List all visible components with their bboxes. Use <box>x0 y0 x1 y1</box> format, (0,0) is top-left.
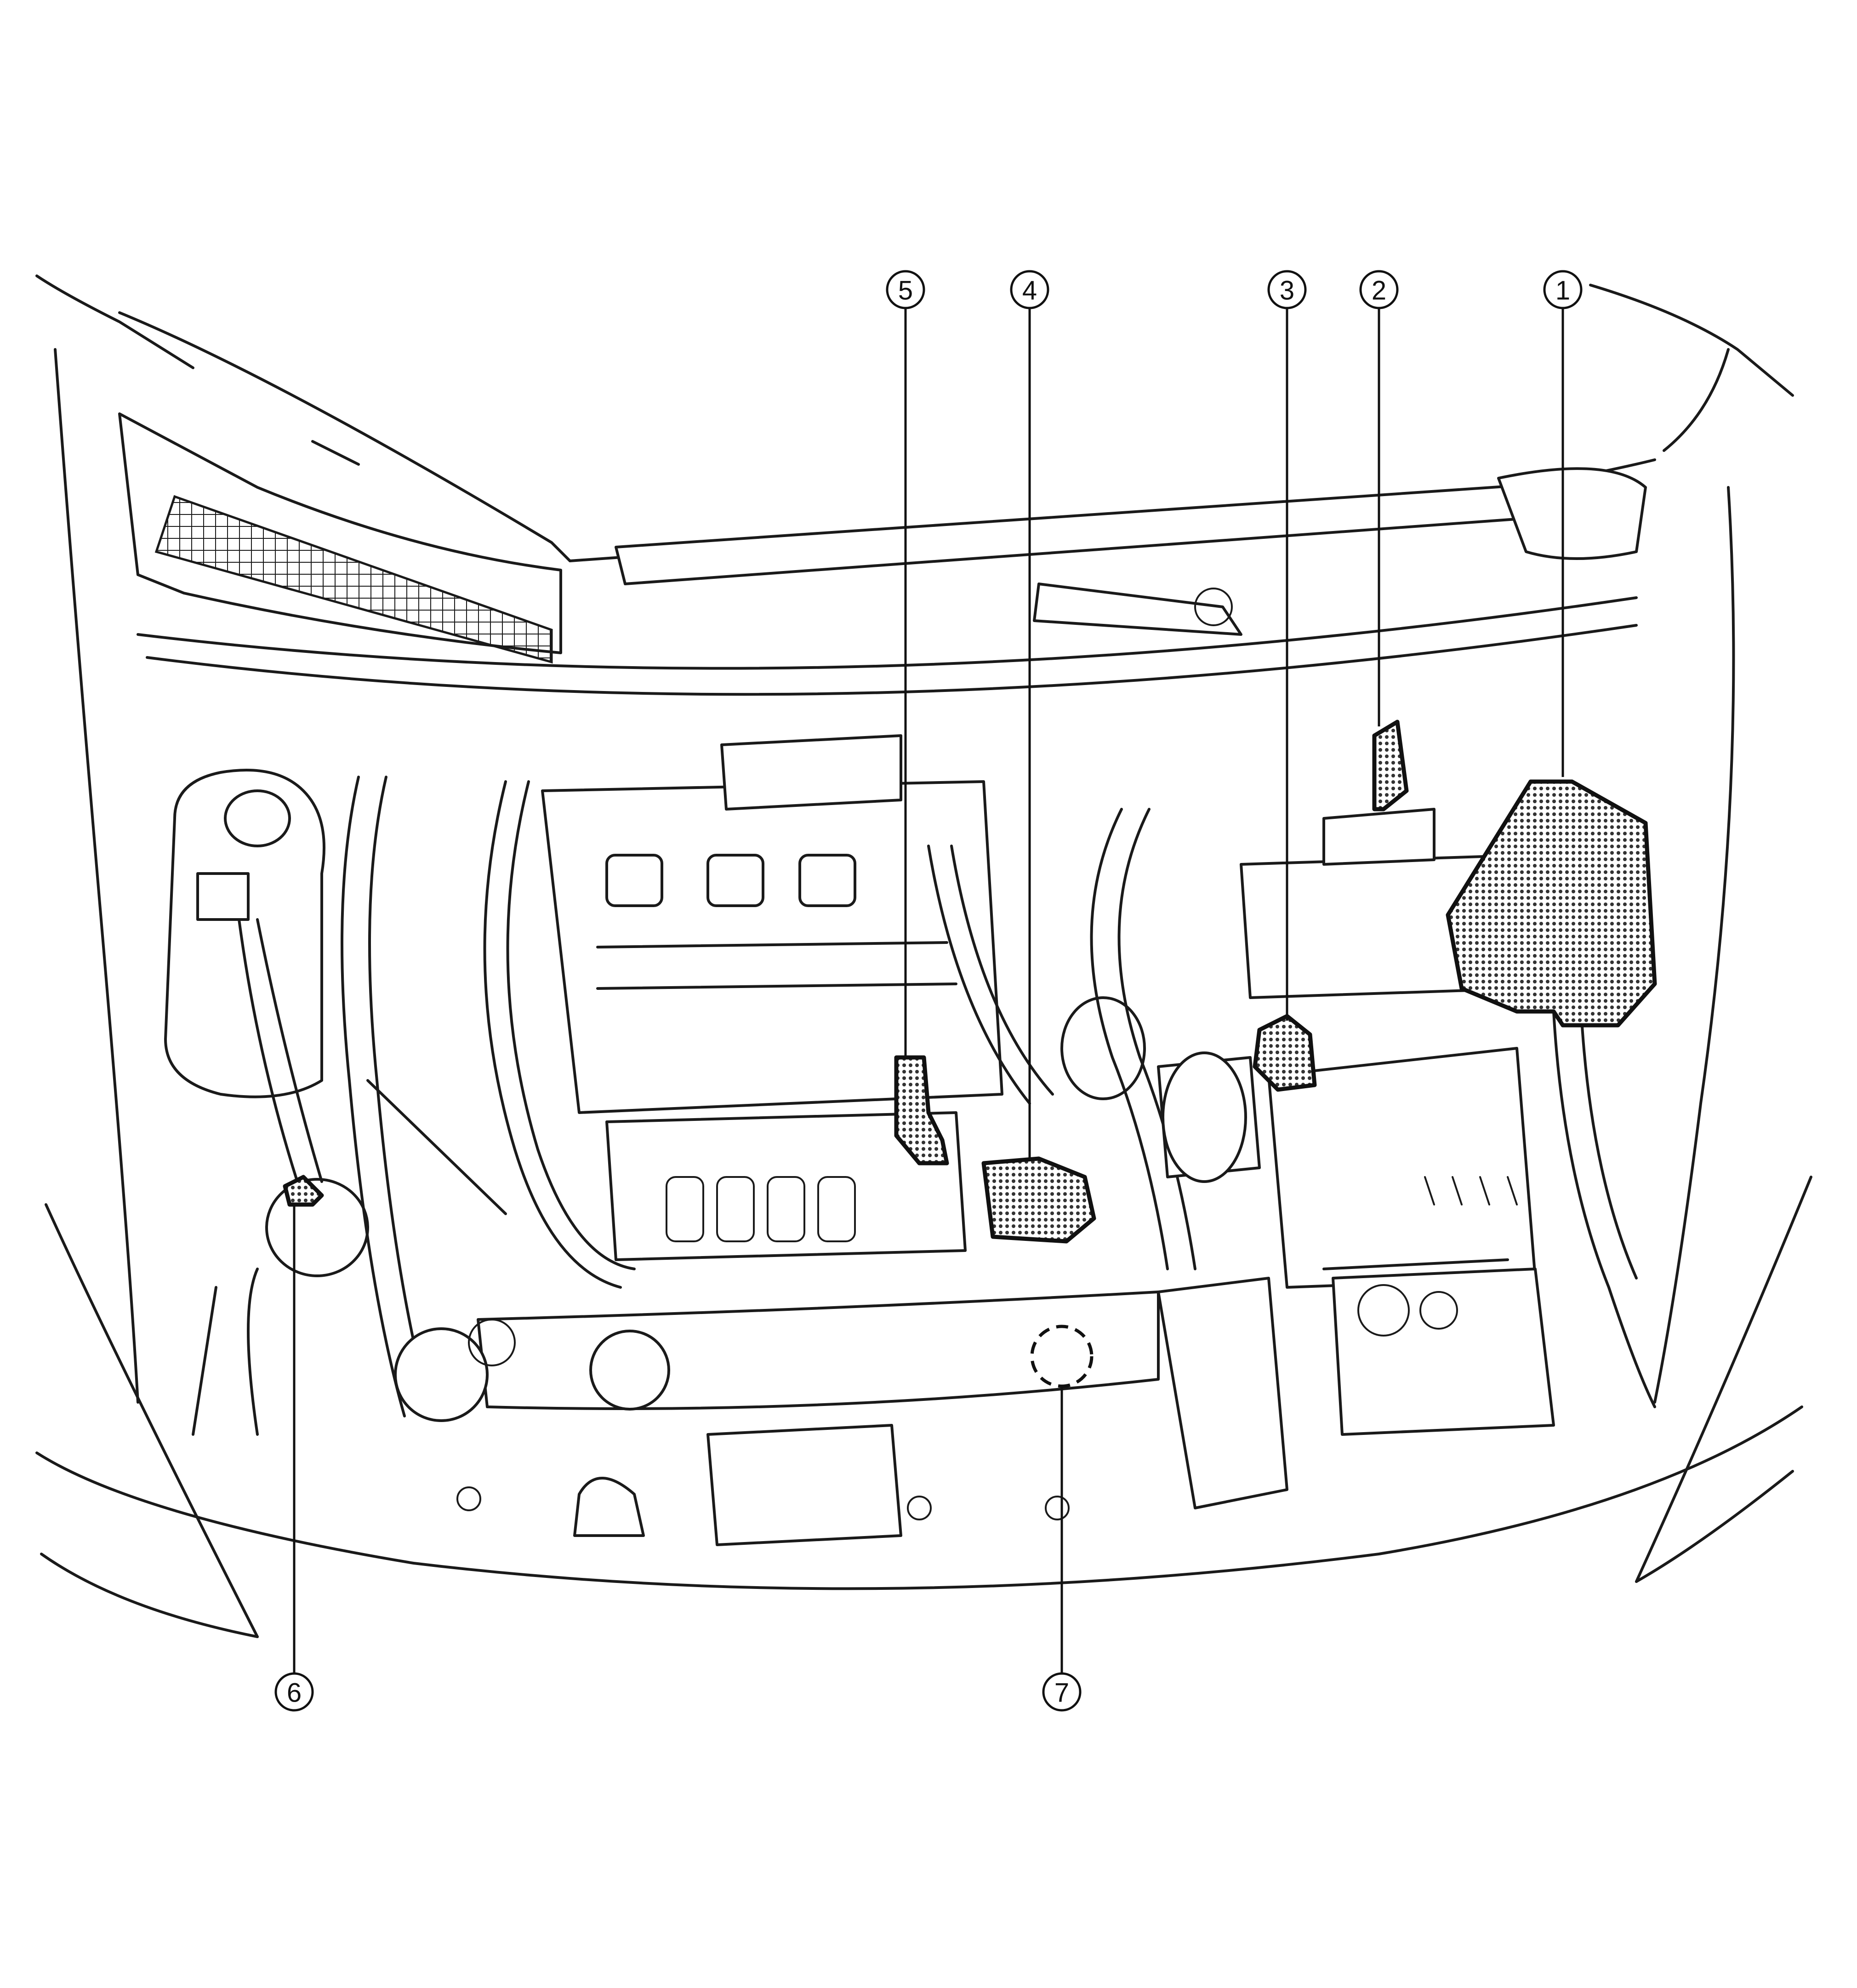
callout-7: 7 <box>1042 1672 1082 1712</box>
bracket-part-2 <box>1372 720 1409 811</box>
left-side-components <box>164 769 433 1436</box>
svg-text:4: 4 <box>1022 276 1037 306</box>
svg-text:1: 1 <box>1555 276 1570 306</box>
callout-6: 6 <box>274 1672 314 1712</box>
radiator-support <box>394 1268 1555 1546</box>
cowl-and-wipers <box>118 412 1647 696</box>
connector-part-3 <box>1253 1014 1317 1092</box>
callout-3: 3 <box>1267 270 1307 309</box>
svg-text:7: 7 <box>1054 1678 1069 1708</box>
callout-5: 5 <box>886 270 925 309</box>
callout-2: 2 <box>1359 270 1399 309</box>
svg-text:2: 2 <box>1372 276 1386 306</box>
svg-text:3: 3 <box>1280 276 1294 306</box>
engine-block <box>541 734 1146 1261</box>
sensor-part-4 <box>981 1156 1096 1244</box>
svg-text:6: 6 <box>287 1678 302 1708</box>
callout-1: 1 <box>1543 270 1583 309</box>
sensor-part-5 <box>894 1055 949 1165</box>
callout-4: 4 <box>1010 270 1049 309</box>
ipdm-box <box>1446 779 1657 1028</box>
svg-text:5: 5 <box>898 276 913 306</box>
clip-part-6 <box>283 1175 324 1207</box>
leader-lines <box>293 308 1564 1674</box>
